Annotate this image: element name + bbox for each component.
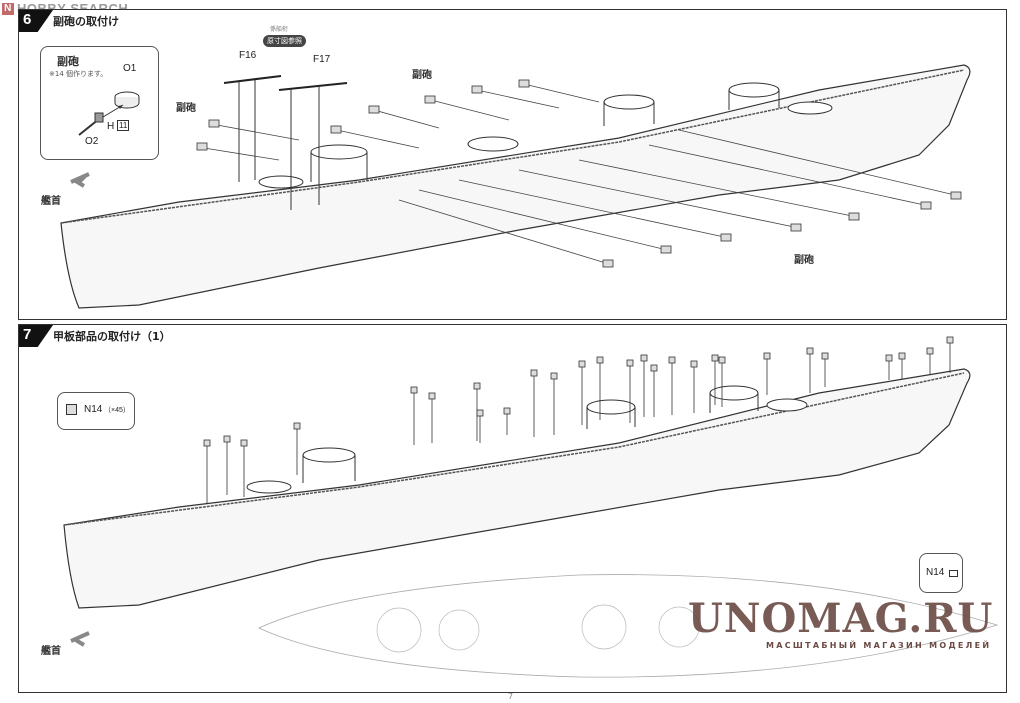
n14-part-marker	[578, 360, 586, 368]
n14-quantity-callout: N14 （×45）	[57, 392, 135, 430]
secondary-gun-label-left: 副砲	[176, 103, 196, 114]
part-h-number: 11	[117, 120, 130, 131]
mooring-boom-note: 係船桁	[270, 26, 289, 33]
part-o1-label: O1	[123, 63, 137, 74]
callout-note: ※14 個作ります。	[49, 70, 108, 78]
n14-part-marker	[476, 409, 484, 417]
step-7-panel: 7 甲板部品の取付け（1） N14 （×45） N14 艦首	[18, 324, 1007, 693]
secondary-gun-label-top: 副砲	[412, 70, 432, 81]
n14-part-marker	[885, 354, 893, 362]
n14-part-marker	[821, 352, 829, 360]
step-6-panel: 6 副砲の取付け 副砲 ※14 個作ります。 O1 O2 H 11 係船桁 原寸…	[18, 9, 1007, 320]
n14-part-marker	[293, 422, 301, 430]
n14-part-marker	[428, 392, 436, 400]
n14-part-marker	[203, 439, 211, 447]
n14-part-marker	[596, 356, 604, 364]
step-7-ship-drawing	[63, 336, 999, 678]
n14-part-marker	[898, 352, 906, 360]
n14-part-marker	[410, 386, 418, 394]
n14-part-marker	[640, 354, 648, 362]
step-6-title: 副砲の取付け	[53, 15, 119, 28]
n14-part-marker	[711, 354, 719, 362]
n14-part-marker	[473, 382, 481, 390]
part-n14-small-icon	[949, 570, 958, 577]
unomag-subtitle: МАСШТАБНЫЙ МАГАЗИН МОДЕЛЕЙ	[766, 641, 992, 650]
n14-qty: （×45）	[104, 407, 130, 414]
n14-part-marker	[626, 359, 634, 367]
page-number: 7	[508, 692, 514, 701]
secondary-gun-callout: 副砲 ※14 個作ります。 O1 O2 H 11	[40, 46, 159, 160]
n14-part-marker	[530, 369, 538, 377]
n14-part-marker	[223, 435, 231, 443]
n14-part-marker	[806, 347, 814, 355]
n14-part-marker	[668, 356, 676, 364]
part-o2-label: O2	[85, 136, 99, 147]
callout-title: 副砲	[57, 55, 79, 68]
unomag-watermark: UNOMAG.RU	[688, 595, 994, 642]
step-6-ship-drawing	[60, 64, 971, 309]
bow-label-7: 艦首	[41, 646, 61, 657]
n14-part-callout: N14	[919, 553, 963, 593]
n14-part-marker	[763, 352, 771, 360]
bow-arrow-icon-7	[70, 631, 90, 647]
part-n14-icon	[66, 404, 77, 415]
step-6-number: 6	[23, 11, 32, 28]
reference-badge: 原寸図参照	[263, 35, 306, 47]
n14-part-marker	[926, 347, 934, 355]
gun-assembly-drawing	[78, 91, 140, 136]
n14-part-marker	[946, 336, 954, 344]
bow-label: 艦首	[41, 196, 61, 207]
n14-part-marker	[550, 372, 558, 380]
n14-part-marker	[503, 407, 511, 415]
step-7-title: 甲板部品の取付け（1）	[53, 330, 171, 343]
part-f17-label: F17	[313, 54, 331, 65]
secondary-gun-label-bottom: 副砲	[794, 255, 814, 266]
n14-label: N14	[84, 404, 103, 415]
part-f16-label: F16	[239, 50, 257, 61]
n14-part-marker	[650, 364, 658, 372]
n14-label-2: N14	[926, 567, 945, 578]
hobby-search-logo-icon: N	[2, 2, 14, 15]
n14-part-marker	[690, 360, 698, 368]
n14-part-marker	[240, 439, 248, 447]
step-7-number: 7	[23, 326, 32, 343]
part-h-label: H	[107, 121, 115, 132]
n14-part-marker	[718, 356, 726, 364]
